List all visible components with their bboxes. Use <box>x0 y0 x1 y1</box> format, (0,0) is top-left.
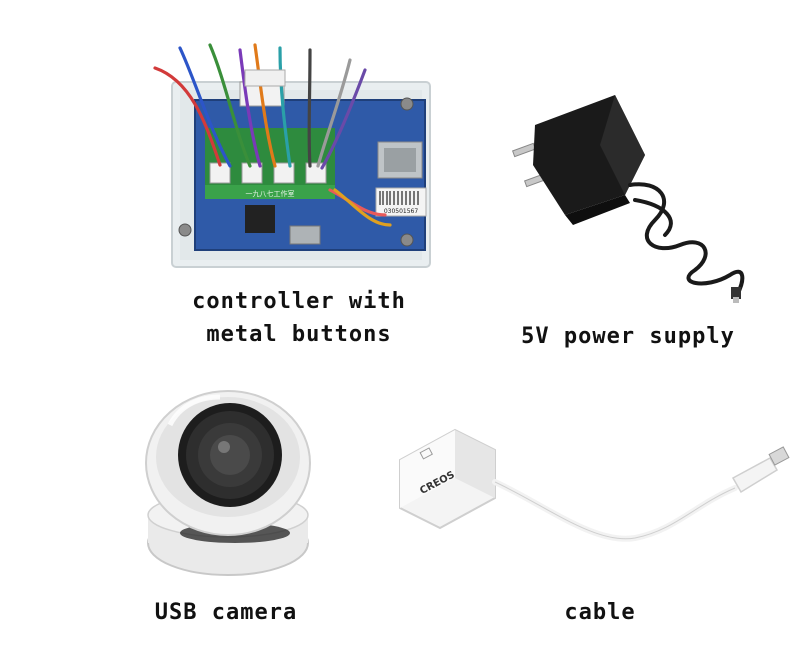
controller-caption: controller with metal buttons <box>188 285 410 351</box>
power-supply-caption-line-1: 5V power supply <box>521 324 735 349</box>
cable-image: CREOS <box>399 428 790 542</box>
cable-caption: cable <box>548 596 652 629</box>
camera-caption-line-1: USB camera <box>154 600 298 625</box>
controller-caption-line-2: metal buttons <box>206 322 392 347</box>
board-silkscreen-text: 一九八七工作室 <box>246 189 295 198</box>
camera-product <box>140 385 320 585</box>
power-supply-caption: 5V power supply <box>512 320 744 353</box>
controller-caption-line-1: controller with <box>192 289 406 314</box>
camera-image <box>145 390 311 576</box>
controller-image: 030501567 一九八七工作室 <box>153 43 431 268</box>
cable-product: CREOS <box>395 420 795 560</box>
barcode-label-text: 030501567 <box>384 208 419 215</box>
camera-caption: USB camera <box>148 596 304 629</box>
controller-product: 030501567 一九八七工作室 <box>150 40 440 280</box>
power-supply-image <box>511 95 745 303</box>
cable-caption-line-1: cable <box>564 600 636 625</box>
power-supply-product <box>505 85 765 305</box>
